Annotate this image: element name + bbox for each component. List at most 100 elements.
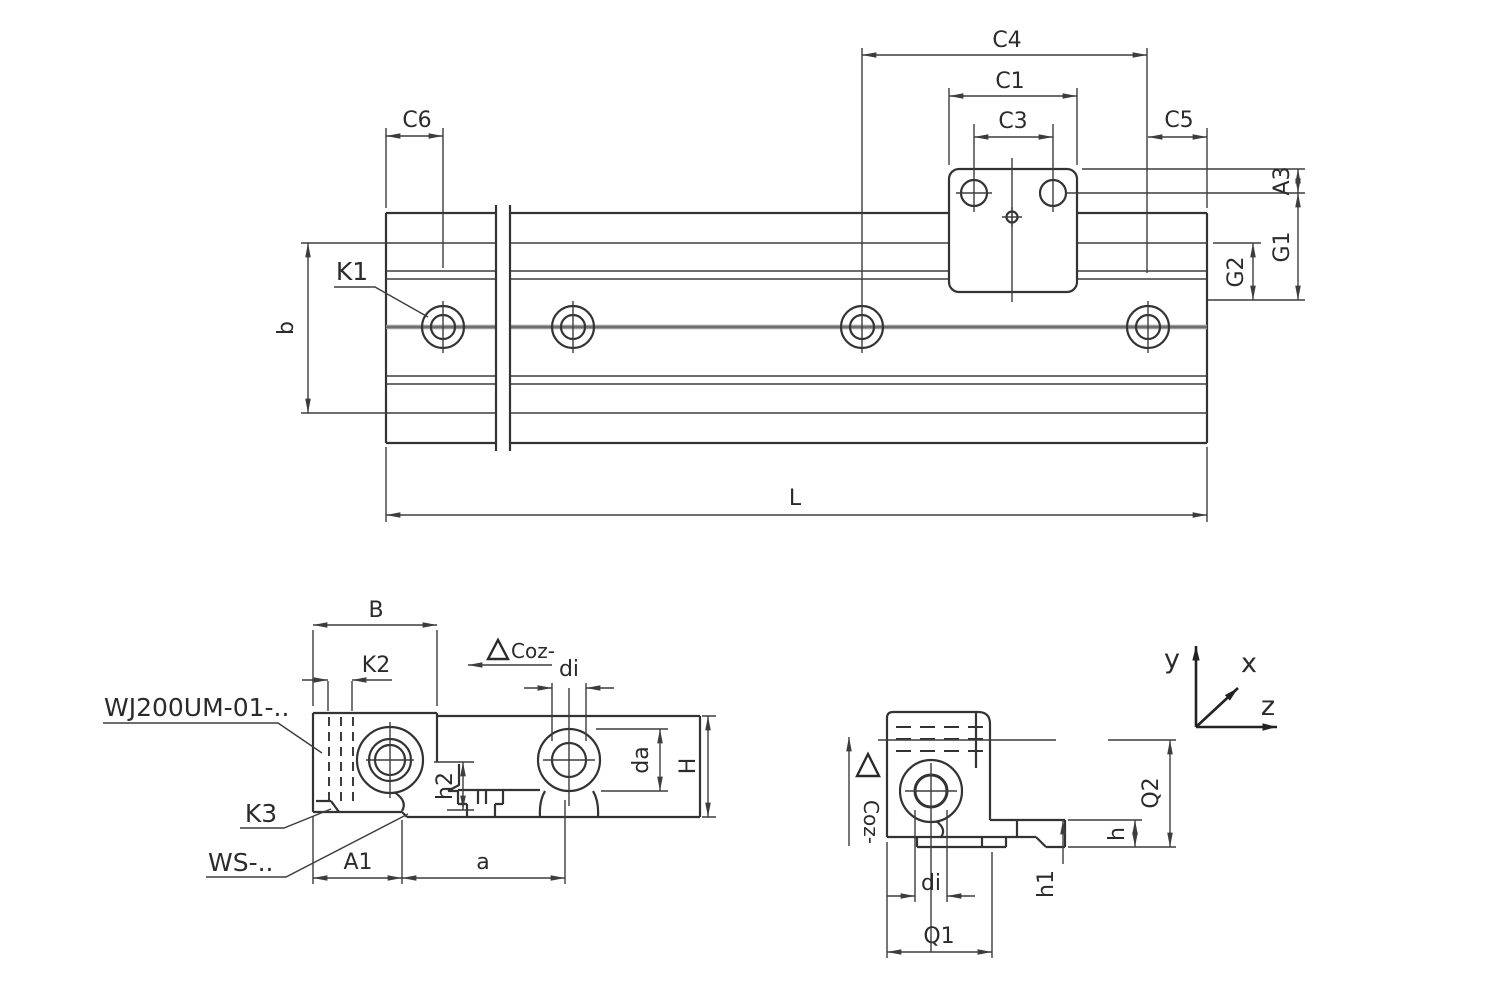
dim-label-da: da: [629, 746, 654, 773]
break-lines: [494, 205, 512, 451]
dim-C1-ext: [948, 88, 1078, 165]
dim-h: h: [1068, 819, 1142, 848]
dim-label-c4: C4: [992, 28, 1021, 53]
dim-C6: C6: [385, 108, 444, 268]
carriage-body: [947, 167, 1079, 294]
dim-label-h1: h1: [1034, 870, 1059, 898]
callout-label-ws: WS-..: [208, 848, 274, 877]
front-hidden-slot: [328, 717, 354, 806]
dim-label-di-side: di: [921, 871, 941, 896]
dim-label-h-total: H: [676, 758, 701, 775]
front-pedestal: [503, 788, 600, 818]
dim-h2: h2: [433, 761, 474, 811]
dim-B-ext: [312, 630, 438, 706]
dim-di-front: di: [524, 657, 614, 741]
callout-label-k3: K3: [245, 799, 277, 828]
x-axis-label: x: [1241, 648, 1257, 679]
callout-label-k1: K1: [336, 257, 368, 286]
dim-da: da: [596, 728, 668, 792]
dim-label-di-front: di: [559, 657, 579, 682]
z-axis-label: z: [1261, 691, 1275, 722]
dim-label-a3: A3: [1270, 166, 1295, 195]
dim-label-c6: C6: [402, 108, 431, 133]
rail-surface-lines: [386, 242, 1207, 414]
side-housing-tail: [935, 820, 945, 838]
dim-C3: C3: [973, 109, 1054, 140]
dim-h1: h1: [1034, 819, 1066, 898]
callout-K3: K3: [240, 799, 332, 829]
side-outline: [885, 710, 1067, 849]
dim-label-a1: A1: [343, 850, 372, 875]
break-gap: [496, 205, 510, 451]
front-view: B K2 WJ200UM-01-.. K3 WS-.. A1 a: [103, 598, 716, 884]
top-view: C6 C4 C1 C3 C5 b K1: [274, 28, 1305, 522]
dim-G1: G1: [1208, 192, 1305, 301]
dim-label-c1: C1: [995, 69, 1024, 94]
callout-WS: WS-..: [206, 813, 409, 878]
dim-C6-ext: [385, 128, 444, 268]
dim-di-front-ext: [551, 683, 587, 741]
dim-A1: A1: [312, 816, 403, 884]
dim-label-c3: C3: [998, 109, 1027, 134]
dim-Q2-ext: [878, 739, 1176, 848]
dim-label-q1: Q1: [923, 924, 954, 949]
dim-L: L: [385, 447, 1208, 522]
dim-label-c5: C5: [1164, 108, 1193, 133]
coordinate-axes: y x z: [1164, 644, 1277, 731]
dim-A1-ext: [312, 816, 403, 884]
dim-L-ext: [385, 447, 1208, 522]
dim-label-g1: G1: [1270, 231, 1295, 262]
callout-K1: K1: [334, 257, 429, 318]
front-warning: Coz-: [467, 637, 555, 668]
front-warning-label: Coz-: [511, 639, 555, 663]
front-housing-tail: [393, 791, 405, 812]
callout-model-leader: [103, 722, 323, 754]
callout-k3-leader: [240, 808, 332, 829]
dim-A3-ext: [1066, 168, 1305, 194]
dim-B: B: [312, 598, 438, 706]
dim-label-b: b: [274, 321, 299, 335]
dim-a: a: [401, 800, 566, 884]
dim-da-ext: [596, 728, 668, 792]
side-bearing-crosshair: [905, 763, 957, 952]
x-axis-arrow: [1195, 687, 1239, 728]
callout-model: WJ200UM-01-..: [103, 693, 323, 754]
front-bearing-left-crosshair: [366, 722, 414, 798]
front-step-profile: [447, 764, 461, 793]
dim-b: b: [274, 242, 386, 414]
front-clamp-boss: [456, 788, 505, 817]
dim-label-h: h: [1105, 827, 1130, 841]
dim-label-l: L: [789, 486, 802, 511]
dim-Q1: Q1: [886, 842, 993, 958]
dim-G2: G2: [1213, 242, 1261, 301]
dim-Q2: Q2: [878, 739, 1176, 848]
dim-di-side-ext: [914, 810, 948, 902]
side-warning-label: Coz-: [859, 800, 883, 844]
dim-K2-ext: [327, 681, 353, 711]
dim-label-a: a: [476, 850, 489, 875]
callout-ws-leader: [206, 813, 409, 878]
dim-C5: C5: [1147, 108, 1208, 208]
callout-k1-leader: [334, 286, 429, 318]
dim-di-side: di: [887, 810, 975, 902]
hole-crosshairs: [442, 301, 1149, 353]
dim-A3: A3: [1066, 166, 1305, 196]
dim-H-ext: [702, 715, 716, 818]
dim-H: H: [676, 715, 716, 818]
carriage-hole-crosshairs: [956, 124, 1054, 227]
side-view: Coz- di Q1 Q2 h h1: [846, 710, 1176, 958]
callout-label-model: WJ200UM-01-..: [104, 693, 289, 722]
dim-label-g2: G2: [1224, 256, 1249, 287]
dim-label-h2: h2: [433, 772, 458, 800]
warning-triangle-icon: [855, 751, 881, 778]
dim-label-k2: K2: [362, 653, 390, 678]
dim-C4-ext: [861, 48, 1148, 353]
y-axis-label: y: [1164, 644, 1180, 675]
side-hidden-lines: [896, 726, 984, 752]
dim-C4: C4: [861, 28, 1148, 353]
dim-b-ext: [301, 242, 386, 414]
dim-Q1-ext: [886, 842, 993, 958]
dim-K2: K2: [302, 653, 392, 711]
